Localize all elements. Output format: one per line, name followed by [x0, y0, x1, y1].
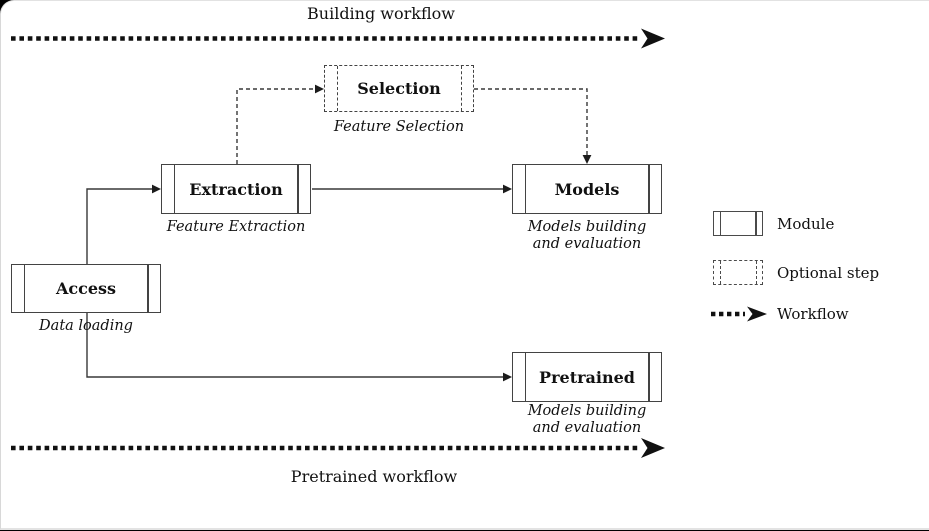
extraction-to-selection-connector — [237, 89, 315, 164]
module-bar-left — [720, 261, 721, 284]
module-bar-right — [297, 165, 299, 213]
legend-module-swatch — [713, 211, 763, 236]
module-bar-right — [461, 66, 462, 111]
module-bar-left — [337, 66, 338, 111]
models-caption: Models building and evaluation — [528, 219, 647, 253]
extraction-to-models-arrowhead-icon — [503, 185, 512, 194]
module-bar-left — [720, 212, 721, 235]
legend-optional-step-label: Optional step — [777, 264, 879, 282]
module-bar-right — [755, 212, 756, 235]
access-module-label: Access — [56, 279, 116, 298]
extraction-caption: Feature Extraction — [167, 219, 306, 236]
models-module-box: Models — [512, 164, 662, 214]
pretrained-module-box: Pretrained — [512, 352, 662, 402]
module-bar-left — [24, 265, 26, 312]
legend-module-label: Module — [777, 215, 834, 233]
extraction-module-label: Extraction — [189, 180, 282, 199]
extraction-to-selection-arrowhead-icon — [315, 85, 324, 94]
access-to-extraction-arrowhead-icon — [152, 185, 161, 194]
access-to-extraction-connector — [87, 189, 152, 264]
selection-to-models-arrowhead-icon — [583, 155, 592, 164]
pretrained-workflow-title: Pretrained workflow — [291, 467, 457, 486]
module-bar-right — [147, 265, 149, 312]
selection-module-label: Selection — [357, 79, 441, 98]
access-module-box: Access — [11, 264, 161, 313]
pretrained-caption: Models building and evaluation — [528, 403, 647, 437]
extraction-module-box: Extraction — [161, 164, 311, 214]
module-bar-left — [174, 165, 176, 213]
legend-optional-step-swatch — [713, 260, 763, 285]
building-workflow-arrowhead-icon — [641, 29, 665, 49]
legend-workflow-arrowhead-icon — [747, 307, 767, 322]
module-bar-right — [756, 261, 757, 284]
legend-workflow-label: Workflow — [777, 305, 849, 323]
module-bar-left — [525, 353, 527, 401]
pretrained-workflow-arrowhead-icon — [641, 438, 665, 458]
selection-module-box: Selection — [324, 65, 474, 112]
access-to-pretrained-connector — [87, 313, 503, 377]
module-bar-left — [525, 165, 527, 213]
models-module-label: Models — [555, 180, 620, 199]
selection-to-models-connector — [474, 89, 587, 155]
pretrained-module-label: Pretrained — [539, 368, 635, 387]
access-caption: Data loading — [39, 318, 133, 335]
access-to-pretrained-arrowhead-icon — [503, 373, 512, 382]
module-bar-right — [648, 353, 650, 401]
module-bar-right — [648, 165, 650, 213]
building-workflow-title: Building workflow — [307, 4, 455, 23]
selection-caption: Feature Selection — [334, 119, 464, 136]
